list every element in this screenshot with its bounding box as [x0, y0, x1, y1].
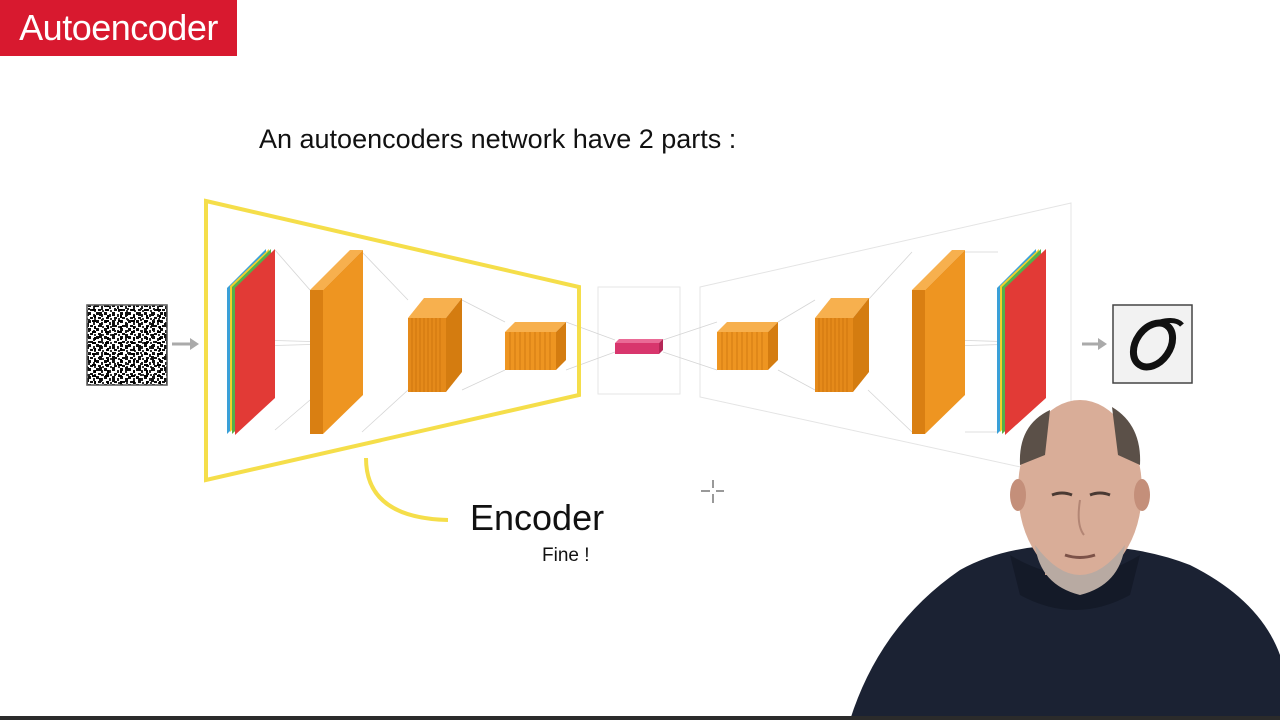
encoder-layer-3 [408, 298, 462, 392]
decoder-layer-3 [912, 250, 965, 434]
encoder-layer-4 [505, 322, 566, 370]
presenter-head [1018, 400, 1142, 580]
slide-subtitle: An autoencoders network have 2 parts : [259, 124, 737, 154]
latent-code [615, 339, 663, 354]
slide-title: Autoencoder [0, 0, 237, 56]
input-noisy-image [86, 304, 168, 386]
decoder-layer-2 [815, 298, 869, 392]
input-arrow [172, 338, 199, 350]
encoder-layer-1 [227, 249, 275, 435]
slide-title-text: Autoencoder [19, 7, 218, 48]
output-clean-image [1112, 304, 1193, 384]
decoder-layer-4 [997, 249, 1046, 435]
encoder-pointer-line [364, 457, 449, 522]
encoder-label: Encoder [470, 497, 605, 538]
presenter-beard [1035, 545, 1125, 595]
output-arrow [1082, 338, 1107, 350]
encoder-outline [204, 198, 581, 483]
encoder-layer-2 [310, 250, 363, 434]
bottom-frame-line [0, 716, 1280, 720]
crosshair-cursor-icon [701, 480, 724, 503]
latent-box [597, 286, 681, 395]
connection-lines [254, 249, 1021, 433]
decoder-layer-1 [717, 322, 778, 370]
fine-label: Fine ! [542, 545, 590, 566]
presenter-torso [850, 545, 1280, 720]
presenter-video [850, 400, 1280, 720]
